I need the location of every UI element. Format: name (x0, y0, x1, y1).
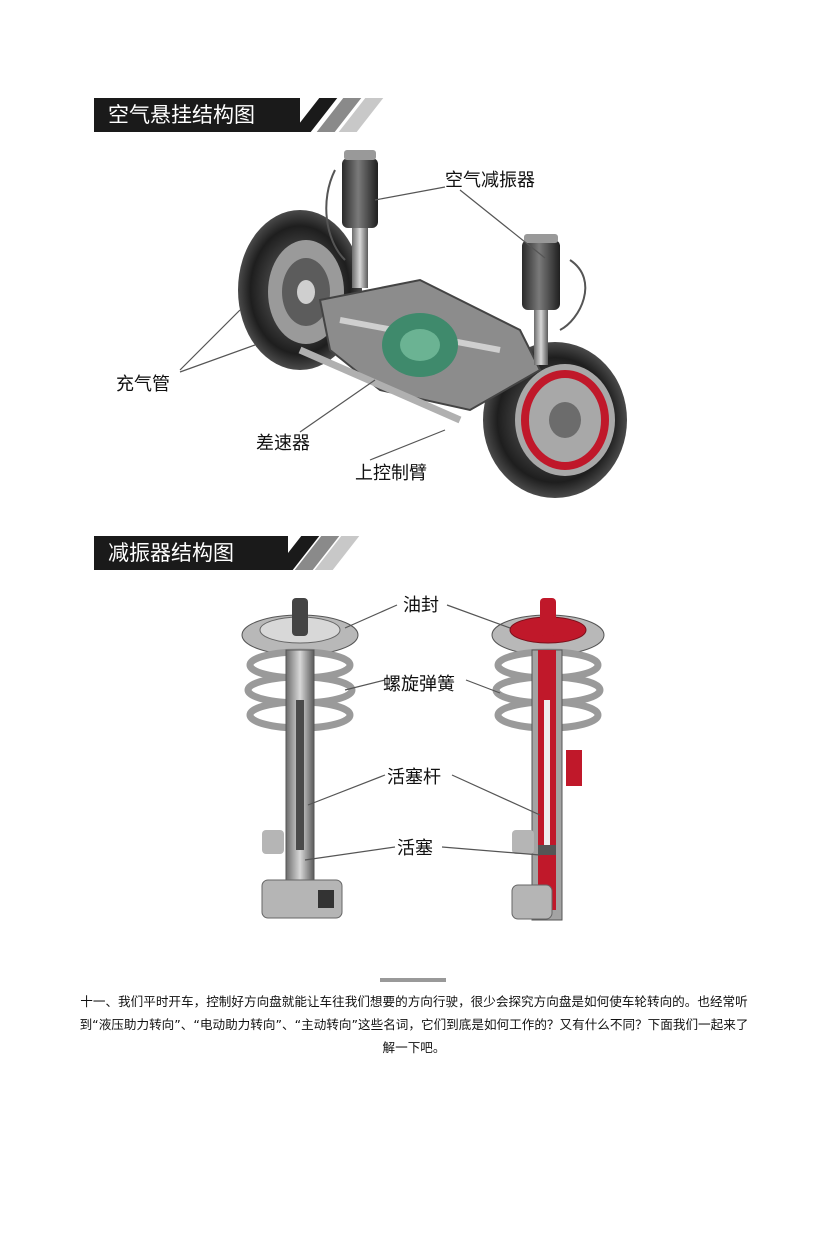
section-header-shock-absorber: 减振器结构图 (94, 536, 360, 570)
section-title: 减振器结构图 (94, 536, 288, 570)
shock-absorber-left (241, 598, 359, 919)
label-oil-seal: 油封 (403, 595, 439, 616)
section-header-air-suspension: 空气悬挂结构图 (94, 98, 384, 132)
section-divider (380, 978, 446, 982)
differential (382, 313, 458, 377)
left-air-shock (342, 150, 378, 288)
label-air-tube: 充气管 (116, 374, 170, 395)
label-piston: 活塞 (397, 838, 433, 859)
label-coil-spring: 螺旋弹簧 (383, 674, 455, 695)
label-upper-control-arm: 上控制臂 (355, 463, 427, 484)
label-piston-rod: 活塞杆 (387, 767, 441, 788)
shock-absorber-right-cutaway (491, 598, 605, 921)
label-differential: 差速器 (256, 433, 310, 454)
right-air-shock (522, 234, 560, 365)
left-wheel (238, 210, 362, 370)
body-paragraph: 十一、我们平时开车，控制好方向盘就能让车往我们想要的方向行驶，很少会探究方向盘是… (79, 994, 749, 1055)
label-air-shock: 空气减振器 (445, 170, 535, 191)
section-title: 空气悬挂结构图 (94, 98, 300, 132)
leader-lines-shock (304, 604, 541, 861)
leader-lines (179, 186, 546, 461)
